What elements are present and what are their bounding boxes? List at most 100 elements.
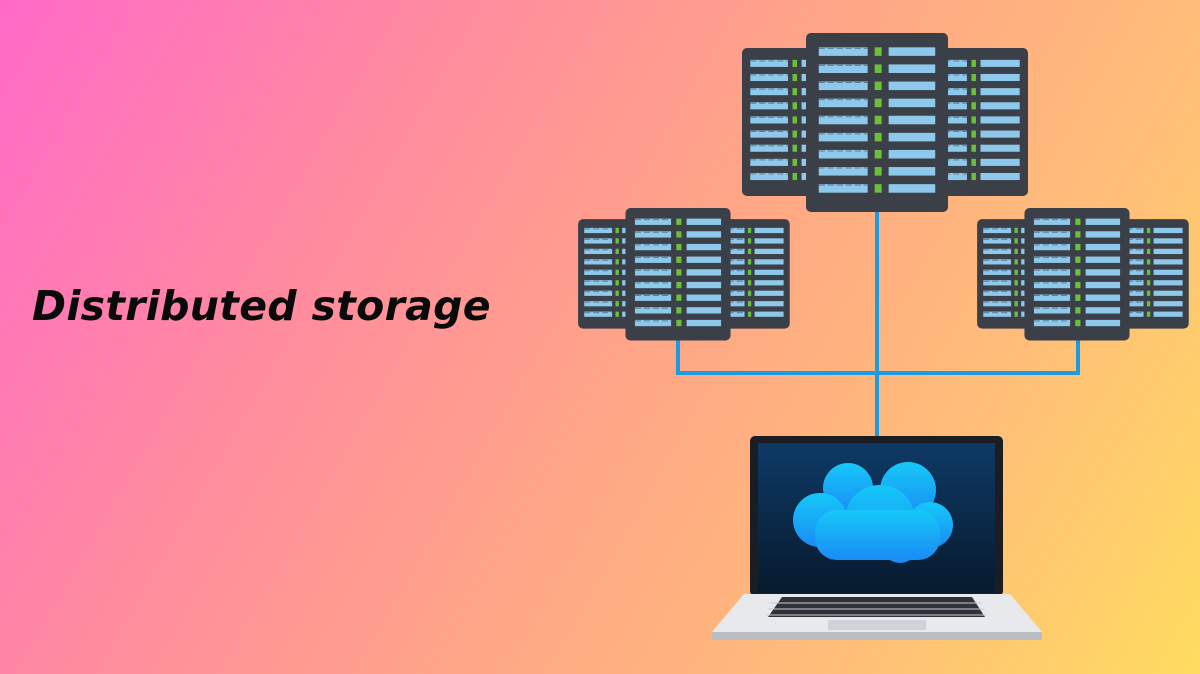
drive-bay xyxy=(1153,269,1183,275)
server-rack-icon xyxy=(1120,219,1189,329)
drive-bay xyxy=(727,301,745,307)
drive-bay xyxy=(634,218,672,225)
drive-bay xyxy=(686,256,722,263)
drive-bay xyxy=(1033,307,1071,314)
drive-bay xyxy=(754,259,784,265)
drive-bay xyxy=(750,158,788,166)
status-led xyxy=(676,243,682,251)
drive-bay xyxy=(686,231,722,238)
status-led xyxy=(1146,227,1151,234)
status-led xyxy=(1014,259,1018,265)
status-led xyxy=(747,280,752,286)
drive-bay xyxy=(584,238,613,244)
status-led xyxy=(874,98,882,108)
drive-bay xyxy=(754,238,784,244)
status-led xyxy=(615,290,619,296)
drive-bay xyxy=(944,172,967,181)
drive-bay xyxy=(1153,301,1183,307)
drive-bay xyxy=(818,115,868,125)
drive-bay xyxy=(1033,319,1071,327)
status-led xyxy=(615,238,619,244)
drive-bay xyxy=(1085,307,1121,314)
drive-bay xyxy=(727,269,745,275)
drive-bay xyxy=(1153,311,1183,317)
status-led xyxy=(1146,280,1151,286)
page-title: Distributed storage xyxy=(32,282,491,330)
drive-bay xyxy=(1126,248,1144,255)
drive-bay xyxy=(1126,280,1144,286)
server-groups xyxy=(578,33,1189,341)
drive-bay xyxy=(727,290,745,296)
drive-bay xyxy=(686,281,722,289)
drive-bay xyxy=(727,248,745,255)
cloud-body xyxy=(815,510,940,560)
drive-bay xyxy=(983,311,1012,317)
laptop-icon xyxy=(712,436,1042,640)
status-led xyxy=(1014,311,1018,317)
drive-bay xyxy=(1085,231,1121,238)
status-led xyxy=(874,81,882,91)
status-led xyxy=(874,184,882,193)
drive-bay xyxy=(584,259,613,265)
drive-bay xyxy=(754,290,784,296)
status-led xyxy=(747,227,752,234)
status-led xyxy=(971,88,976,96)
status-led xyxy=(1075,256,1081,263)
status-led xyxy=(615,259,619,265)
drive-bay xyxy=(634,269,672,276)
status-led xyxy=(1146,311,1151,317)
drive-bay xyxy=(983,290,1012,296)
status-led xyxy=(1146,290,1151,296)
drive-bay xyxy=(727,311,745,317)
drive-bay xyxy=(944,73,967,82)
drive-bay xyxy=(1126,269,1144,275)
drive-bay xyxy=(888,81,936,91)
drive-bay xyxy=(686,294,722,301)
drive-bay xyxy=(944,130,967,138)
drive-bay xyxy=(750,73,788,82)
status-led xyxy=(676,231,682,238)
drive-bay xyxy=(1126,227,1144,234)
drive-bay xyxy=(983,280,1012,286)
status-led xyxy=(676,319,682,327)
drive-bay xyxy=(1085,243,1121,251)
drive-bay xyxy=(584,269,613,275)
drive-bay xyxy=(750,88,788,96)
drive-bay xyxy=(818,47,868,56)
drive-bay xyxy=(634,231,672,238)
drive-bay xyxy=(888,167,936,176)
status-led xyxy=(1146,301,1151,307)
server-rack-icon xyxy=(806,33,948,212)
drive-bay xyxy=(1085,281,1121,289)
drive-bay xyxy=(888,132,936,142)
drive-bay xyxy=(750,144,788,152)
drive-bay xyxy=(1126,259,1144,265)
drive-bay xyxy=(1033,269,1071,276)
drive-bay xyxy=(1085,269,1121,276)
drive-bay xyxy=(634,256,672,263)
drive-bay xyxy=(634,243,672,251)
drive-bay xyxy=(818,98,868,108)
status-led xyxy=(1146,248,1151,255)
drive-bay xyxy=(727,280,745,286)
status-led xyxy=(971,158,976,166)
drive-bay xyxy=(750,59,788,67)
drive-bay xyxy=(584,311,613,317)
drive-bay xyxy=(1033,256,1071,263)
drive-bay xyxy=(983,301,1012,307)
status-led xyxy=(792,88,798,96)
drive-bay xyxy=(980,158,1020,166)
drive-bay xyxy=(1153,238,1183,244)
drive-bay xyxy=(980,88,1020,96)
drive-bay xyxy=(980,116,1020,124)
status-led xyxy=(874,167,882,176)
status-led xyxy=(1014,301,1018,307)
status-led xyxy=(792,116,798,124)
status-led xyxy=(971,59,976,67)
drive-bay xyxy=(983,259,1012,265)
drive-bay xyxy=(727,259,745,265)
status-led xyxy=(1075,269,1081,276)
drive-bay xyxy=(686,307,722,314)
status-led xyxy=(747,238,752,244)
